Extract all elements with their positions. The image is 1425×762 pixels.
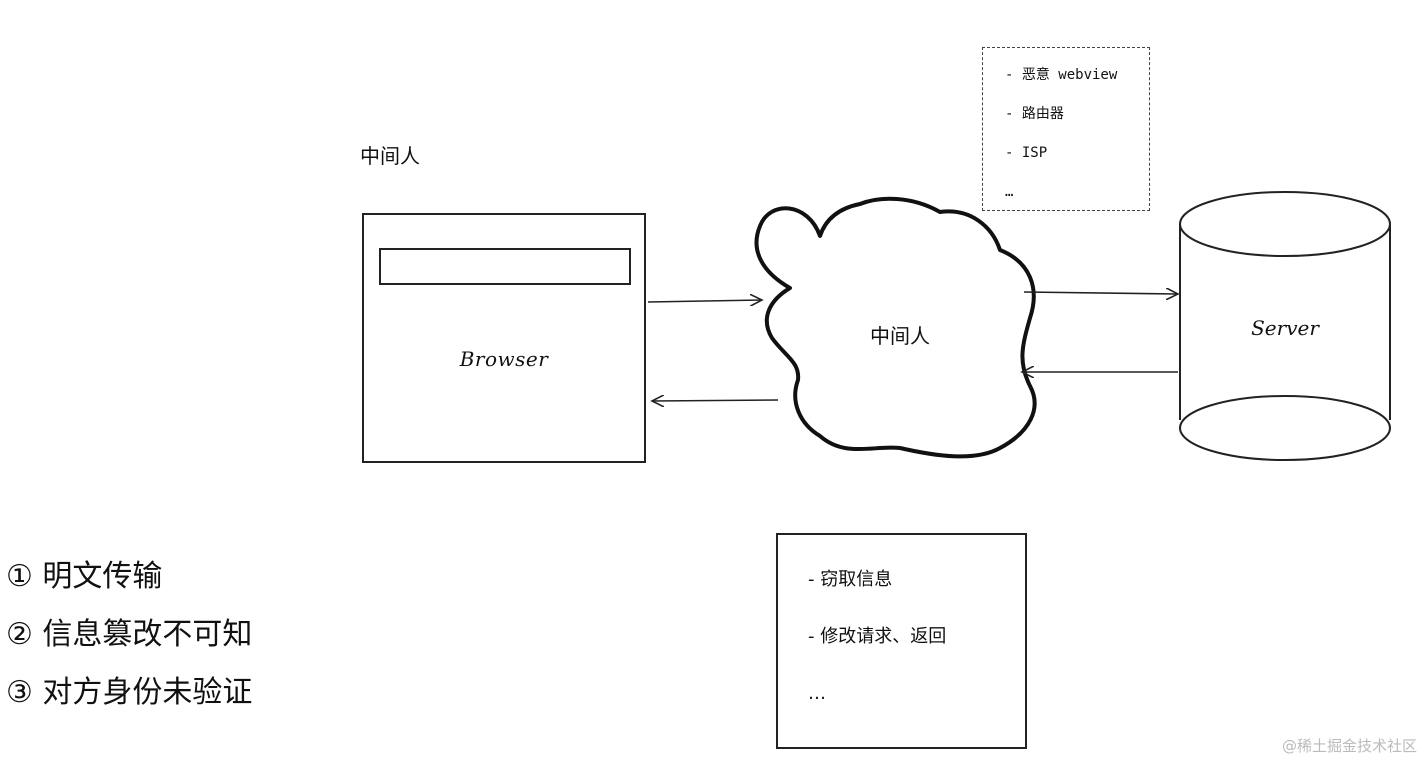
address-bar — [379, 248, 631, 285]
attacks-item: … — [808, 683, 826, 704]
arrow-browser-to-cloud — [647, 300, 762, 302]
cloud-label: 中间人 — [870, 324, 930, 348]
actors-item: - ISP — [1005, 145, 1048, 161]
actors-item: … — [1005, 184, 1014, 200]
top-label: 中间人 — [360, 144, 420, 168]
browser-window: Browser — [362, 213, 646, 463]
point-item: ② 信息篡改不可知 — [6, 617, 253, 652]
browser-label: Browser — [459, 347, 549, 371]
server-label: Server — [1251, 316, 1319, 340]
attacks-item: - 窃取信息 — [808, 569, 893, 590]
actors-item: - 路由器 — [1005, 106, 1064, 122]
point-item: ① 明文传输 — [6, 559, 163, 594]
points-list: ① 明文传输 ② 信息篡改不可知 ③ 对方身份未验证 — [6, 548, 252, 722]
attacks-item: - 修改请求、返回 — [808, 626, 947, 647]
actors-item: - 恶意 webview — [1005, 67, 1118, 83]
arrow-cloud-to-server — [1023, 292, 1178, 294]
server-cylinder — [1179, 191, 1391, 461]
actors-box: - 恶意 webview - 路由器 - ISP … — [982, 47, 1150, 211]
point-item: ③ 对方身份未验证 — [6, 675, 253, 710]
watermark: @稀土掘金技术社区 — [1281, 737, 1417, 755]
attacks-box: - 窃取信息 - 修改请求、返回 … — [776, 533, 1027, 749]
cloud-shape — [754, 196, 1037, 459]
arrow-cloud-to-browser — [652, 400, 779, 401]
